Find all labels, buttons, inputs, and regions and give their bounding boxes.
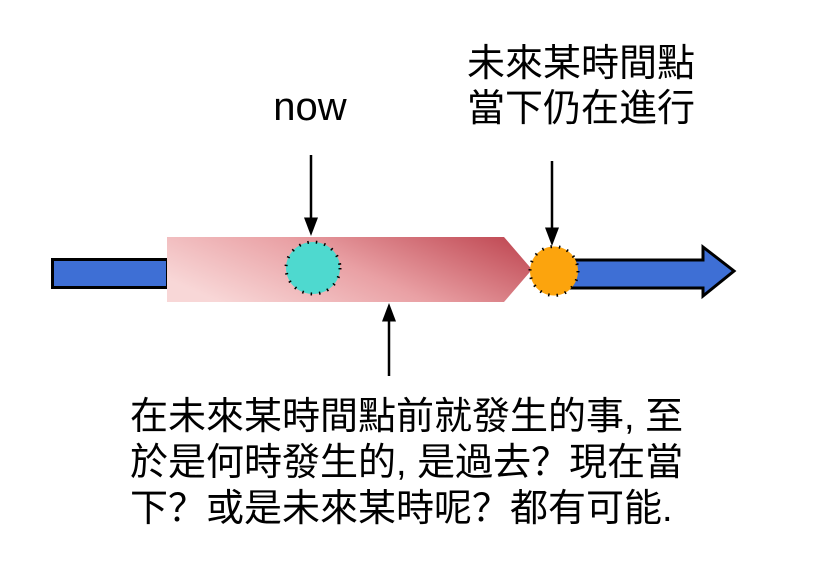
timeline-right-arrow — [558, 243, 737, 300]
future-pointer-arrow-icon — [545, 161, 559, 246]
bottom-note: 在未來某時間點前就發生的事, 至 於是何時發生的, 是過去？現在當 下？或是未來… — [130, 394, 750, 532]
bottom-note-line1: 在未來某時間點前就發生的事, 至 — [130, 396, 684, 438]
now-dot-circle — [284, 240, 342, 296]
now-label: now — [273, 85, 347, 129]
timeline-left-segment — [51, 258, 169, 289]
bottom-note-line2: 於是何時發生的, 是過去？現在當 — [130, 442, 684, 484]
future-point-label: 未來某時間點 當下仍在進行 — [452, 42, 710, 132]
duration-band — [167, 237, 532, 302]
bottom-note-line3: 下？或是未來某時呢？都有可能. — [130, 488, 673, 530]
future-point-label-line1: 未來某時間點 — [466, 43, 695, 85]
future-dot-circle — [528, 245, 580, 297]
future-point-label-line2: 當下仍在進行 — [466, 88, 695, 130]
now-pointer-arrow-icon — [304, 155, 318, 236]
note-pointer-arrow-icon — [382, 303, 396, 376]
